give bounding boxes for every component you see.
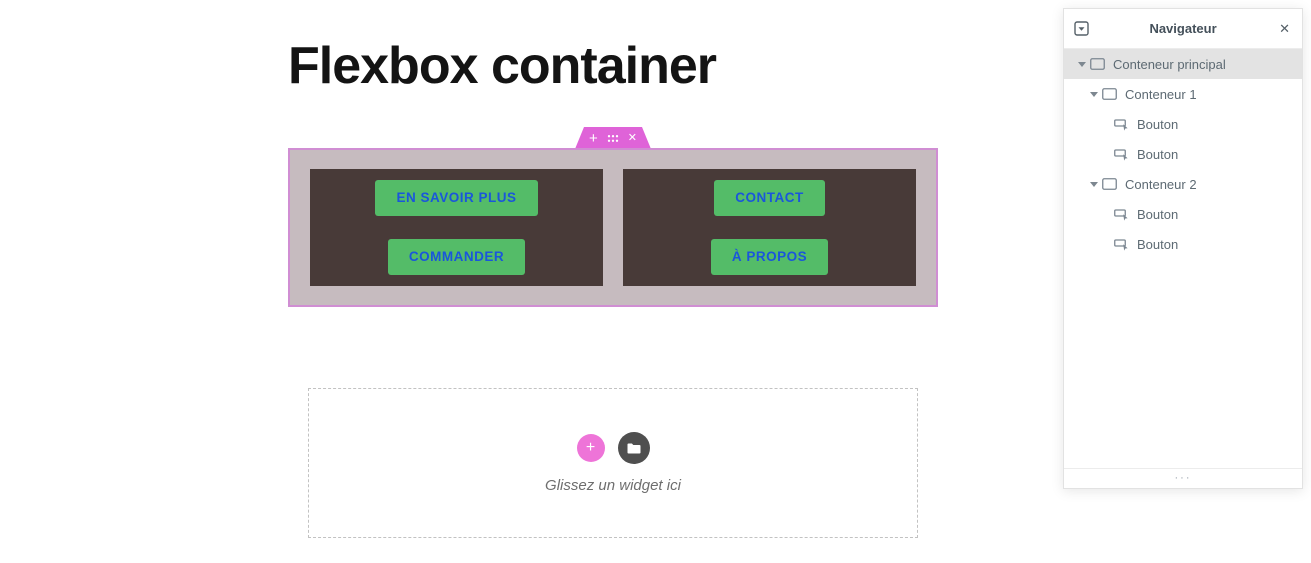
container-2[interactable]: CONTACT À PROPOS <box>623 169 916 286</box>
flexbox-container[interactable]: EN SAVOIR PLUS COMMANDER CONTACT À PROPO… <box>288 148 938 307</box>
folder-icon <box>627 443 640 453</box>
navigator-tree: Conteneur principal Conteneur 1 Bouton <box>1064 49 1302 468</box>
navigator-header: Navigateur ✕ <box>1064 9 1302 49</box>
navigator-item-conteneur-2[interactable]: Conteneur 2 <box>1064 169 1302 199</box>
tree-item-label: Conteneur 2 <box>1125 176 1197 192</box>
tree-item-label: Bouton <box>1137 146 1179 162</box>
navigator-item-bouton[interactable]: Bouton <box>1064 139 1302 169</box>
navigator-resize-handle[interactable]: ··· <box>1064 468 1302 488</box>
container-icon <box>1102 178 1118 190</box>
container-icon <box>1090 58 1106 70</box>
drag-handle-icon[interactable] <box>607 134 619 143</box>
add-icon[interactable]: + <box>589 129 598 147</box>
widget-drop-area[interactable]: + Glissez un widget ici <box>308 388 918 538</box>
navigator-title: Navigateur <box>1149 21 1217 36</box>
tree-item-label: Bouton <box>1137 116 1179 132</box>
close-icon[interactable]: ✕ <box>1279 21 1290 36</box>
navigator-item-bouton[interactable]: Bouton <box>1064 199 1302 229</box>
button-widget-icon <box>1114 238 1130 251</box>
template-library-button[interactable] <box>617 432 650 464</box>
navigator-item-bouton[interactable]: Bouton <box>1064 109 1302 139</box>
drop-area-actions: + <box>576 432 650 464</box>
tree-item-label: Bouton <box>1137 236 1179 252</box>
page-title: Flexbox container <box>288 37 717 95</box>
button-commander[interactable]: COMMANDER <box>387 239 526 275</box>
navigator-panel: Navigateur ✕ Conteneur principal Contene… <box>1063 8 1303 489</box>
navigator-item-conteneur-principal[interactable]: Conteneur principal <box>1064 49 1302 79</box>
button-contact[interactable]: CONTACT <box>714 180 825 216</box>
caret-down-icon[interactable] <box>1086 91 1102 97</box>
caret-down-icon[interactable] <box>1074 61 1090 67</box>
button-widget-icon <box>1114 208 1130 221</box>
container-handle[interactable]: + ✕ <box>575 127 651 149</box>
container-1[interactable]: EN SAVOIR PLUS COMMANDER <box>310 169 603 286</box>
caret-down-icon[interactable] <box>1086 181 1102 187</box>
tree-item-label: Bouton <box>1137 206 1179 222</box>
button-a-propos[interactable]: À PROPOS <box>710 239 829 275</box>
close-icon[interactable]: ✕ <box>627 131 637 144</box>
container-icon <box>1102 88 1118 100</box>
navigator-item-conteneur-1[interactable]: Conteneur 1 <box>1064 79 1302 109</box>
add-widget-button[interactable]: + <box>576 434 605 462</box>
tree-item-label: Conteneur 1 <box>1125 86 1197 102</box>
drop-hint: Glissez un widget ici <box>545 477 681 494</box>
button-en-savoir-plus[interactable]: EN SAVOIR PLUS <box>375 180 538 216</box>
button-widget-icon <box>1114 118 1130 131</box>
button-widget-icon <box>1114 148 1130 161</box>
navigator-item-bouton[interactable]: Bouton <box>1064 229 1302 259</box>
tree-item-label: Conteneur principal <box>1113 56 1226 72</box>
collapse-all-icon[interactable] <box>1074 21 1089 36</box>
